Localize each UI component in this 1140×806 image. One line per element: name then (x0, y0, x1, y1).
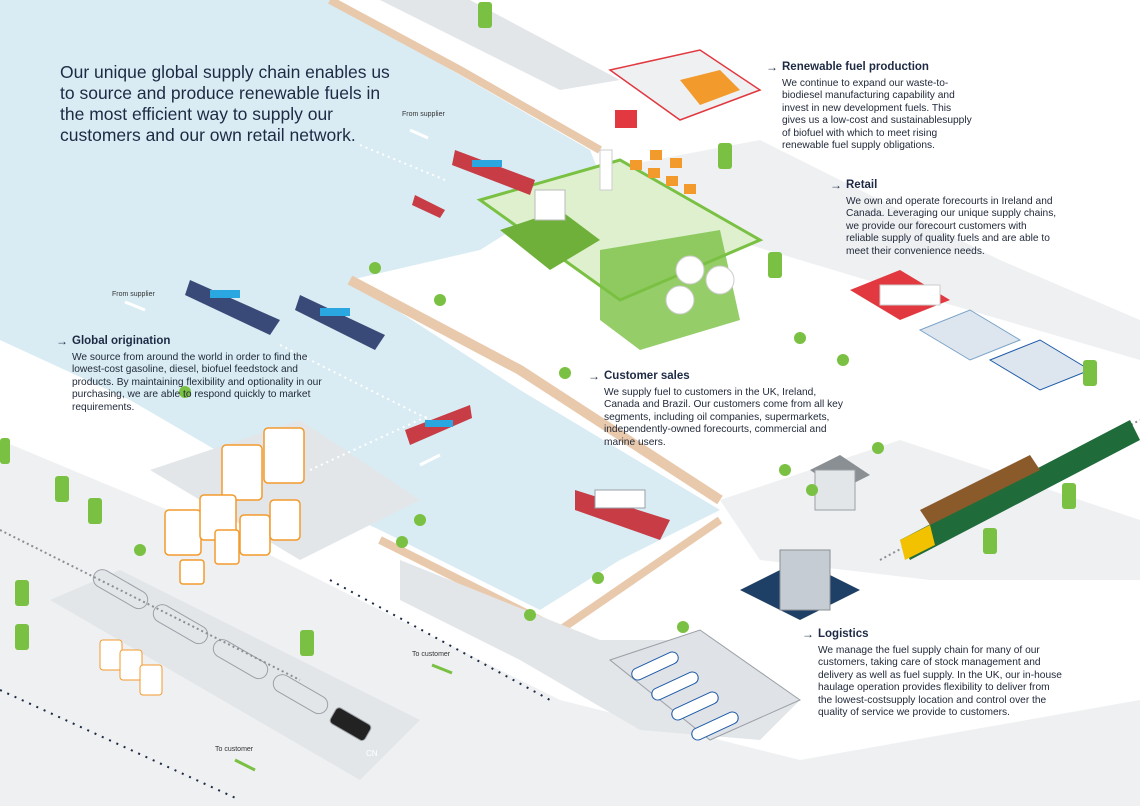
section-customer-sales-body: We supply fuel to customers in the UK, I… (604, 387, 843, 448)
section-origination: → Global origination We source from aroun… (56, 334, 326, 414)
label-to-customer-bottom: To customer (215, 746, 254, 753)
arrow-right-icon (409, 128, 429, 140)
section-origination-title: → Global origination (56, 334, 326, 348)
road-top (380, 0, 620, 90)
label-from-supplier-left: From supplier (112, 291, 155, 298)
tanker-ship-1 (185, 280, 280, 335)
label-to-customer-mid: To customer (412, 651, 451, 658)
section-retail-body: We own and operate forecourts in Ireland… (846, 196, 1057, 257)
arrow-right-icon (419, 453, 441, 467)
freight-train (900, 420, 1140, 560)
section-logistics-body: We manage the fuel supply chain for many… (818, 645, 1062, 719)
arrow-right-icon: → (56, 334, 68, 348)
arrow-right-icon: → (588, 369, 600, 383)
section-renewable: → Renewable fuel production We continue t… (766, 60, 976, 152)
label-from-supplier-top: From supplier (402, 111, 445, 118)
section-logistics-title: → Logistics (802, 627, 1064, 641)
arrow-right-icon (234, 758, 256, 772)
intro-text: Our unique global supply chain enables u… (60, 62, 390, 145)
section-origination-body: We source from around the world in order… (72, 352, 322, 413)
section-logistics-heading: Logistics (818, 628, 869, 640)
tanker-ship-3 (405, 405, 472, 445)
biodiesel-plant (476, 149, 764, 350)
section-customer-sales-heading: Customer sales (604, 370, 690, 382)
tanker-ship-4 (452, 150, 535, 195)
water-basin (0, 0, 720, 610)
waste-depot (608, 49, 762, 128)
feedstock-crates (630, 150, 696, 194)
forecourts (850, 270, 1092, 391)
section-retail-title: → Retail (830, 178, 1060, 192)
supply-routes (279, 144, 446, 471)
ships (185, 150, 670, 540)
trees (0, 2, 1097, 656)
logistics-warehouse (740, 455, 870, 620)
arrow-right-icon: → (802, 627, 814, 641)
section-origination-heading: Global origination (72, 335, 171, 347)
arrow-right-icon (431, 663, 453, 675)
section-renewable-body: We continue to expand our waste-to-biodi… (782, 78, 972, 152)
tank-farm-west (150, 420, 420, 585)
tanker-lot (608, 629, 802, 741)
section-renewable-title: → Renewable fuel production (766, 60, 976, 74)
section-logistics: → Logistics We manage the fuel supply cha… (802, 627, 1064, 719)
road-routes (0, 579, 551, 801)
arrow-right-icon (124, 300, 146, 312)
section-retail: → Retail We own and operate forecourts in… (830, 178, 1060, 258)
round-trees (134, 262, 884, 633)
direction-arrows (124, 128, 453, 772)
rail-track-sw (0, 529, 301, 681)
section-retail-heading: Retail (846, 179, 878, 191)
arrow-right-icon: → (830, 178, 842, 192)
section-renewable-heading: Renewable fuel production (782, 61, 929, 73)
section-customer-sales: → Customer sales We supply fuel to custom… (588, 369, 853, 449)
road-right (600, 140, 1140, 360)
tanker-ship-2 (295, 295, 385, 350)
small-boat (412, 195, 445, 218)
section-customer-sales-title: → Customer sales (588, 369, 853, 383)
arrow-right-icon: → (766, 60, 778, 74)
rail-terminal: CN (50, 569, 420, 780)
quay-top (328, 0, 602, 154)
rail-mark: CN (366, 749, 378, 758)
cruise-ship (575, 489, 670, 540)
quay-upper (347, 275, 723, 505)
